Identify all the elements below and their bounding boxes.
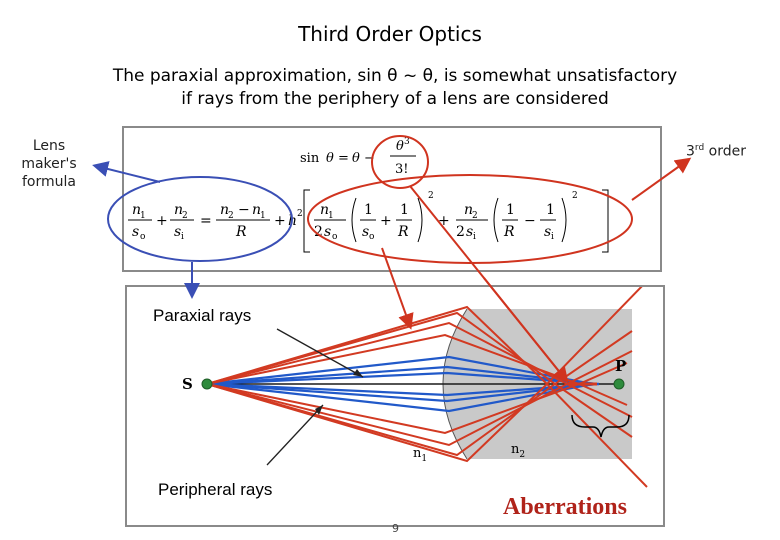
svg-text:i: i	[551, 232, 554, 242]
image-point	[613, 378, 625, 390]
subtitle-line-1: The paraxial approximation, sin θ ~ θ, i…	[112, 66, 678, 86]
subtitle-line-2: if rays from the periphery of a lens are…	[181, 89, 609, 109]
svg-text:+: +	[438, 213, 450, 229]
annotation-arrows	[266, 328, 364, 466]
svg-text:i: i	[473, 232, 476, 242]
svg-text:3: 3	[404, 137, 410, 147]
peripheral-rays-label: Peripheral rays	[158, 480, 273, 499]
svg-text:θ: θ	[396, 139, 404, 154]
source-point	[201, 378, 213, 390]
svg-text:2: 2	[456, 224, 465, 240]
aberration-brace	[571, 414, 630, 438]
svg-text:+: +	[274, 213, 286, 229]
svg-text:+: +	[380, 213, 392, 229]
svg-text:1: 1	[546, 202, 555, 218]
svg-text:h: h	[288, 213, 297, 229]
svg-text:i: i	[181, 232, 184, 242]
lens-makers-label: Lens maker's formula	[21, 138, 77, 190]
svg-text:=: =	[338, 151, 349, 166]
svg-text:R: R	[397, 224, 409, 240]
svg-text:1: 1	[400, 202, 409, 218]
svg-text:2: 2	[297, 209, 303, 219]
page-title: Third Order Optics	[298, 22, 482, 46]
svg-text:θ: θ	[326, 151, 334, 166]
aberrations-label: Aberrations	[503, 494, 627, 520]
svg-text:+: +	[156, 213, 168, 229]
svg-text:2: 2	[314, 224, 323, 240]
n1-label: n1	[413, 446, 427, 464]
svg-text:o: o	[140, 232, 145, 242]
source-label: S	[182, 375, 193, 393]
third-order-label: 3rd order	[686, 143, 746, 160]
svg-text:R: R	[503, 224, 515, 240]
svg-text:2: 2	[428, 191, 434, 201]
svg-text:1: 1	[506, 202, 515, 218]
svg-text:−: −	[364, 151, 375, 166]
svg-text:R: R	[235, 224, 247, 240]
svg-text:s: s	[324, 224, 331, 240]
peripheral-rays	[206, 280, 648, 488]
svg-text:1: 1	[364, 202, 373, 218]
svg-text:2: 2	[572, 191, 578, 201]
svg-text:3!: 3!	[395, 162, 409, 177]
n2-label: n2	[511, 442, 525, 460]
svg-text:−: −	[238, 202, 250, 218]
paraxial-rays-label: Paraxial rays	[153, 306, 252, 325]
svg-text:θ: θ	[352, 151, 360, 166]
page-number: 9	[392, 522, 399, 535]
image-label: P	[615, 357, 626, 375]
sine-expansion-equation: sin θ = θ − θ 3 3!	[300, 137, 416, 177]
svg-text:o: o	[332, 232, 337, 242]
svg-text:sin: sin	[300, 151, 320, 166]
svg-text:−: −	[524, 213, 536, 229]
svg-text:o: o	[369, 232, 374, 242]
svg-text:=: =	[200, 213, 212, 229]
svg-text:s: s	[132, 224, 139, 240]
